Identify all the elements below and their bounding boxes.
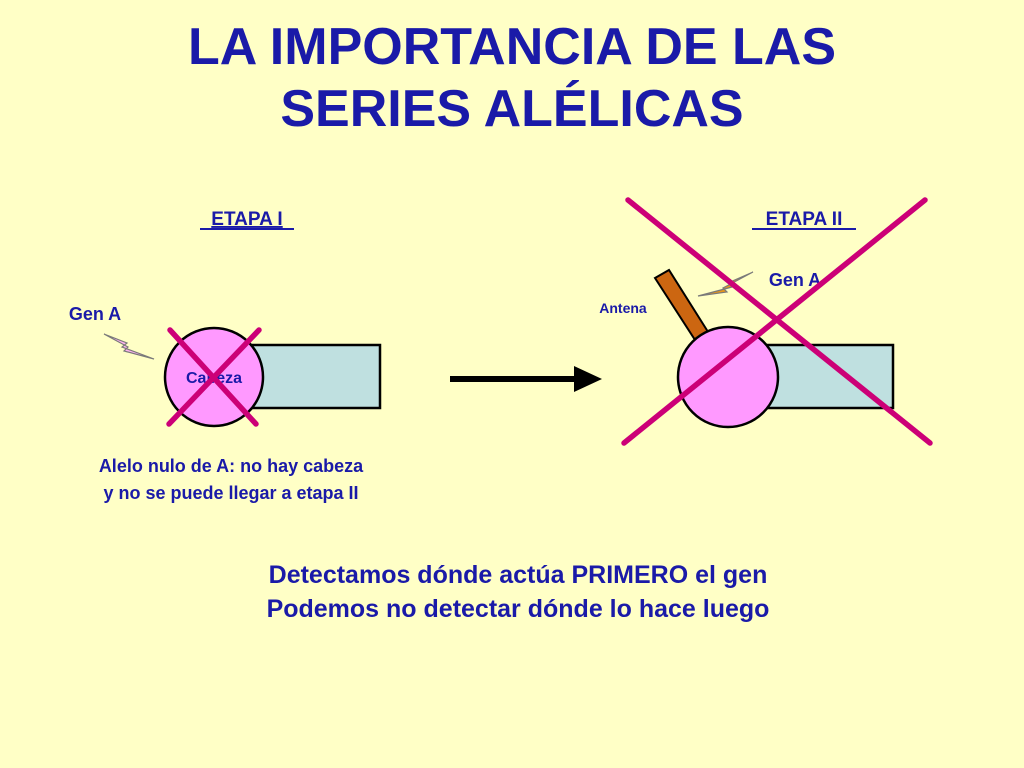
stage-1-heading: ETAPA I	[211, 209, 282, 230]
stage-1-lightning-bolt-icon	[103, 333, 155, 360]
stage-1-caption-line-1: Alelo nulo de A: no hay cabeza	[99, 456, 364, 476]
conclusion-line-1: Detectamos dónde actúa PRIMERO el gen	[268, 561, 768, 589]
conclusion-line-2: Podemos no detectar dónde lo hace luego	[266, 595, 770, 623]
stage-1-group: ETAPA I Gen A Cabeza Alelo nulo de A: no…	[69, 209, 382, 503]
arrow-right-icon	[450, 366, 602, 392]
stage-2-gene-label: Gen A	[769, 270, 821, 290]
stage-2-antenna	[653, 268, 712, 345]
stage-2-heading: ETAPA II	[766, 209, 843, 230]
title-line-1: LA IMPORTANCIA DE LAS	[187, 18, 837, 76]
stage-2-group: ETAPA II Gen A Antena	[599, 197, 933, 446]
stage-2-antenna-label: Antena	[599, 300, 647, 316]
stage-2-cross-mark-icon	[625, 197, 933, 446]
stage-1-cross-mark-icon-stroke-2	[166, 327, 262, 427]
stage-2-cross-mark-icon-stroke-2	[621, 197, 928, 446]
stage-1-body	[245, 343, 382, 410]
slide-title: LA IMPORTANCIA DE LAS SERIES ALÉLICAS	[0, 16, 1024, 140]
conclusion: Detectamos dónde actúa PRIMERO el gen Po…	[0, 558, 1024, 626]
stage-1-gene-label: Gen A	[69, 304, 121, 324]
stage-1-caption-line-2: y no se puede llegar a etapa II	[103, 483, 358, 503]
title-line-2: SERIES ALÉLICAS	[280, 80, 744, 138]
stage-2-head	[676, 325, 780, 429]
